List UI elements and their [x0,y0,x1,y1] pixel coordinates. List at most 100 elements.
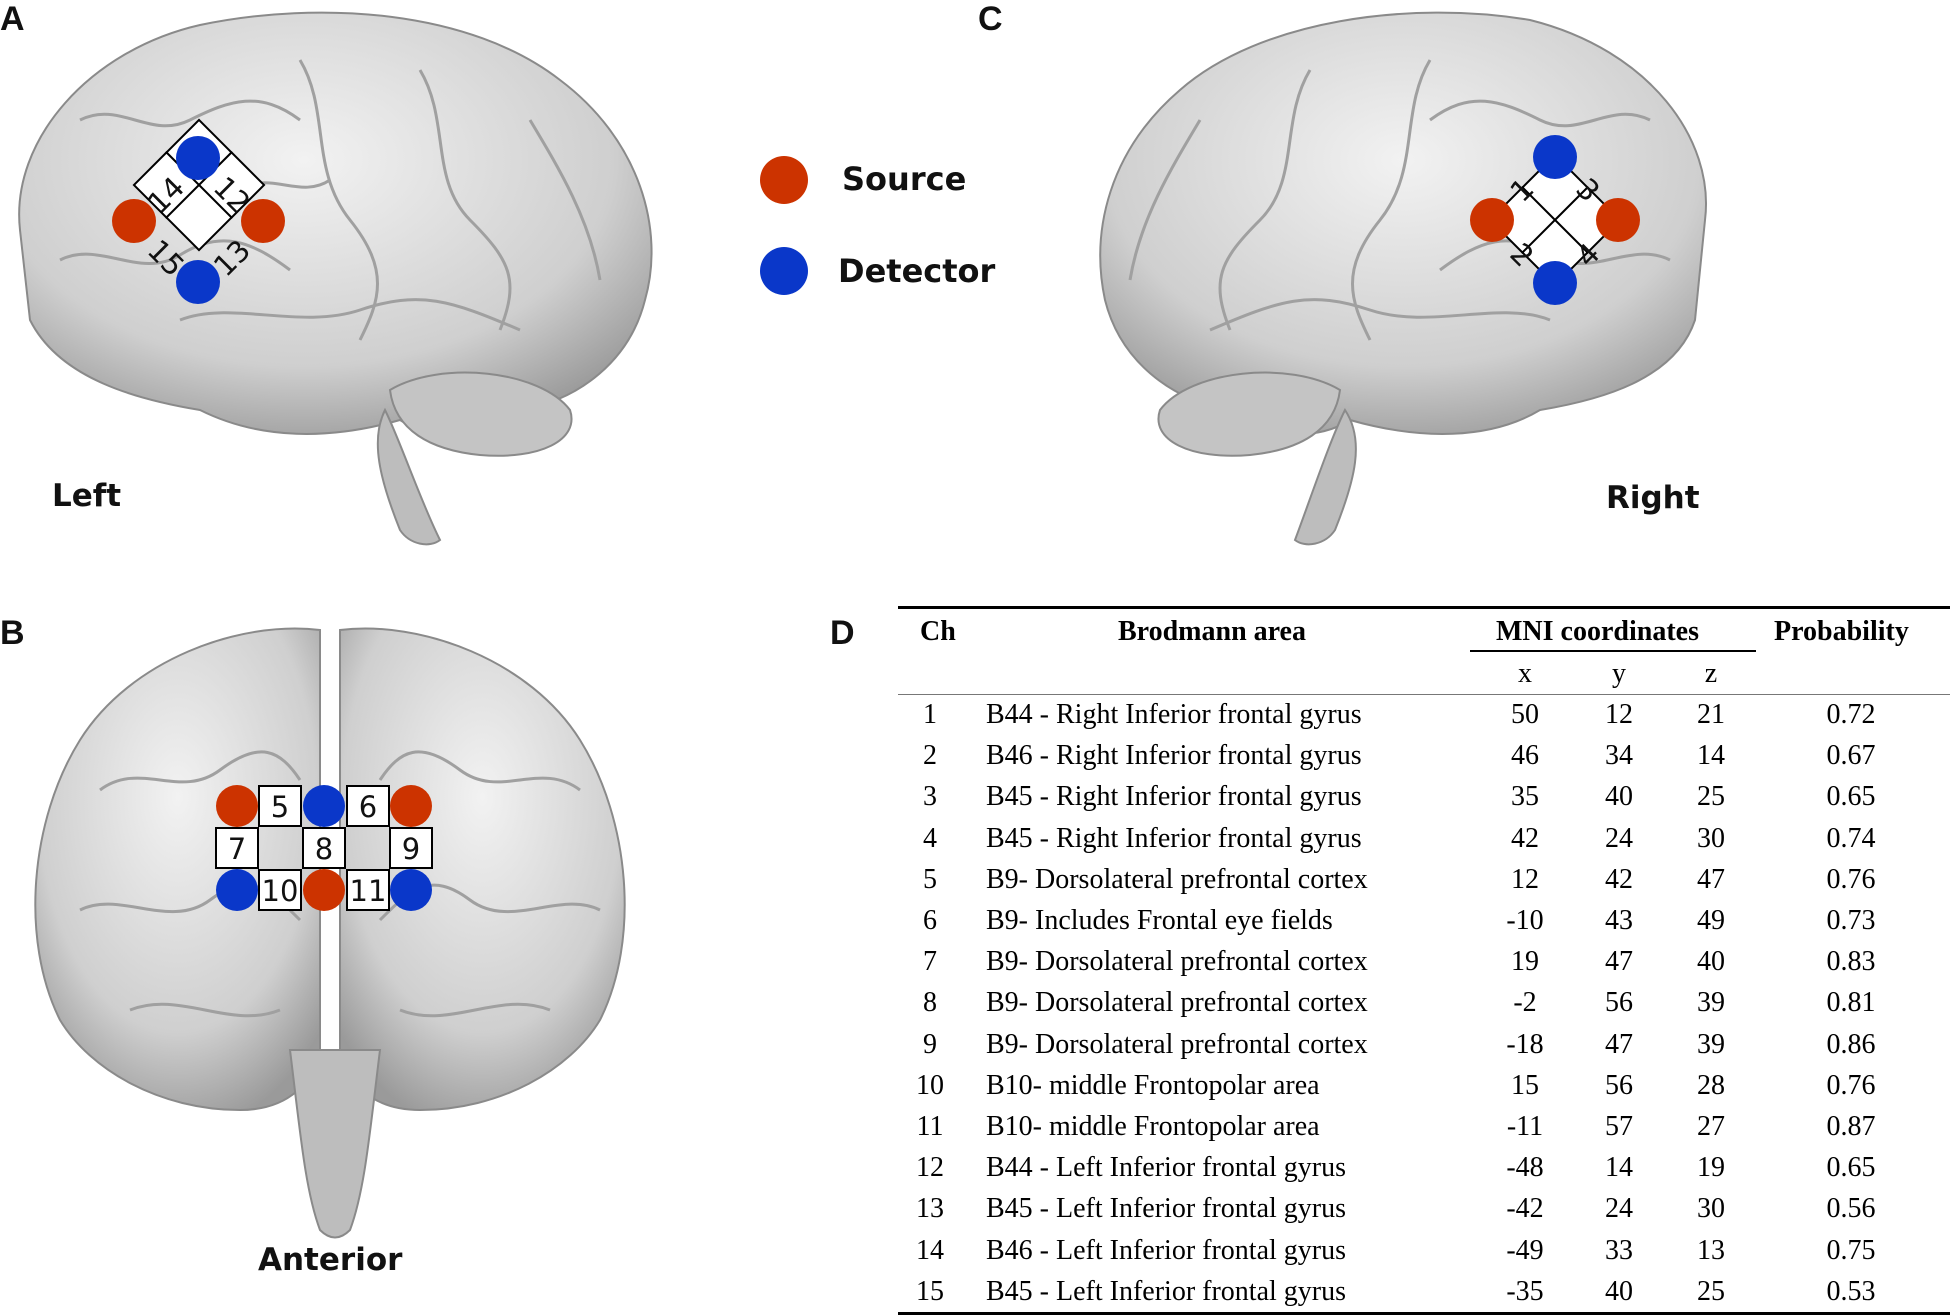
cell-z: 27 [1697,1111,1725,1142]
cell-x: -35 [1506,1275,1544,1307]
cell-z: 30 [1697,822,1725,854]
cell-x: 15 [1511,1069,1539,1101]
detector-dot [1533,261,1577,305]
source-dot [390,785,432,827]
cell-y: 33 [1605,1234,1633,1266]
cell-area: B45 - Right Inferior frontal gyrus [986,781,1362,813]
cell-p: 0.83 [1826,946,1876,978]
cell-x: 42 [1511,822,1539,854]
cell-x: 50 [1511,699,1539,730]
cell-y: 24 [1605,1193,1633,1225]
cerebellum-shape [388,371,573,457]
cell-x: -48 [1506,1152,1544,1184]
cell-p: 0.56 [1826,1193,1876,1225]
cell-p: 0.76 [1826,1069,1876,1101]
cell-ch: 3 [923,781,937,813]
cell-area: B9- Dorsolateral prefrontal cortex [986,1028,1368,1060]
cell-y: 43 [1605,905,1633,936]
source-dot [112,199,156,243]
cell-area: B9- Dorsolateral prefrontal cortex [986,987,1368,1019]
cell-area: B9- Dorsolateral prefrontal cortex [986,863,1368,895]
header-prob: Probability [1774,616,1909,647]
detector-dot [216,869,258,911]
cell-x: 12 [1511,863,1539,895]
cell-z: 21 [1697,699,1725,730]
panel-letter-c: C [978,0,1003,38]
cell-x: -11 [1506,1111,1544,1142]
right-hemisphere-shape [339,627,626,1112]
cell-p: 0.65 [1826,1152,1876,1184]
header-area: Brodmann area [1118,616,1306,647]
source-dot [241,199,285,243]
channel-label-11: 11 [350,874,387,908]
cell-x: -18 [1506,1028,1544,1060]
cell-z: 49 [1697,905,1725,936]
optode-layout-right: 1 3 2 4 [1470,135,1640,305]
cell-y: 34 [1605,740,1633,772]
cell-area: B46 - Right Inferior frontal gyrus [986,740,1362,772]
panel-letter-d: D [830,614,855,652]
cell-z: 30 [1697,1193,1725,1225]
cell-p: 0.75 [1826,1234,1876,1266]
header-x: x [1518,658,1532,689]
cell-ch: 1 [923,699,937,730]
cell-area: B45 - Left Inferior frontal gyrus [986,1275,1346,1307]
view-label-right: Right [1606,480,1700,516]
cell-y: 14 [1605,1152,1633,1184]
cell-y: 40 [1605,1275,1633,1307]
optode-layout-left: 14 12 15 13 [112,118,285,304]
cell-z: 39 [1697,987,1725,1019]
cell-y: 47 [1605,946,1633,978]
cell-z: 25 [1697,1275,1725,1307]
panel-letter-a: A [0,0,25,38]
brainstem-shape [288,1049,382,1239]
cell-x: 35 [1511,781,1539,813]
cell-ch: 2 [923,740,937,772]
cell-z: 40 [1697,946,1725,978]
cell-ch: 14 [916,1234,944,1266]
source-dot [1470,198,1514,242]
cell-area: B46 - Left Inferior frontal gyrus [986,1234,1346,1266]
cell-x: -49 [1506,1234,1544,1266]
detector-dot [1533,135,1577,179]
cell-area: B44 - Left Inferior frontal gyrus [986,1152,1346,1184]
cell-y: 40 [1605,781,1633,813]
cell-ch: 15 [916,1275,944,1307]
brainstem-shape [1293,408,1357,546]
cell-ch: 7 [923,946,937,978]
source-dot [1596,198,1640,242]
cell-ch: 5 [923,863,937,895]
detector-dot [176,260,220,304]
cell-area: B9- Dorsolateral prefrontal cortex [986,946,1368,978]
cell-area: B44 - Right Inferior frontal gyrus [986,699,1362,730]
cerebrum-shape [18,11,653,435]
header-z: z [1704,658,1718,689]
view-label-anterior: Anterior [258,1242,403,1278]
source-dot [216,785,258,827]
channel-label-8: 8 [315,832,333,866]
cell-z: 14 [1697,740,1725,772]
cell-p: 0.74 [1826,822,1876,854]
cell-z: 28 [1697,1069,1725,1101]
cell-ch: 4 [923,822,937,854]
cell-z: 13 [1697,1234,1725,1266]
legend-markers [760,156,808,295]
cell-y: 56 [1605,987,1633,1019]
channel-label-6: 6 [359,790,377,824]
channel-label-5: 5 [271,790,289,824]
cell-z: 25 [1697,781,1725,813]
cell-ch: 10 [916,1069,944,1101]
detector-dot [390,869,432,911]
cell-ch: 8 [923,987,937,1019]
cell-p: 0.67 [1826,740,1876,772]
left-hemisphere-shape [34,627,321,1112]
table-top-rule [898,606,1950,609]
cell-y: 57 [1605,1111,1633,1142]
cell-ch: 9 [923,1028,937,1060]
cell-ch: 11 [916,1111,944,1142]
header-mni: MNI coordinates [1496,616,1699,647]
cell-y: 12 [1605,699,1633,730]
cell-p: 0.53 [1826,1275,1876,1307]
cell-ch: 6 [923,905,937,936]
cell-z: 47 [1697,863,1725,895]
